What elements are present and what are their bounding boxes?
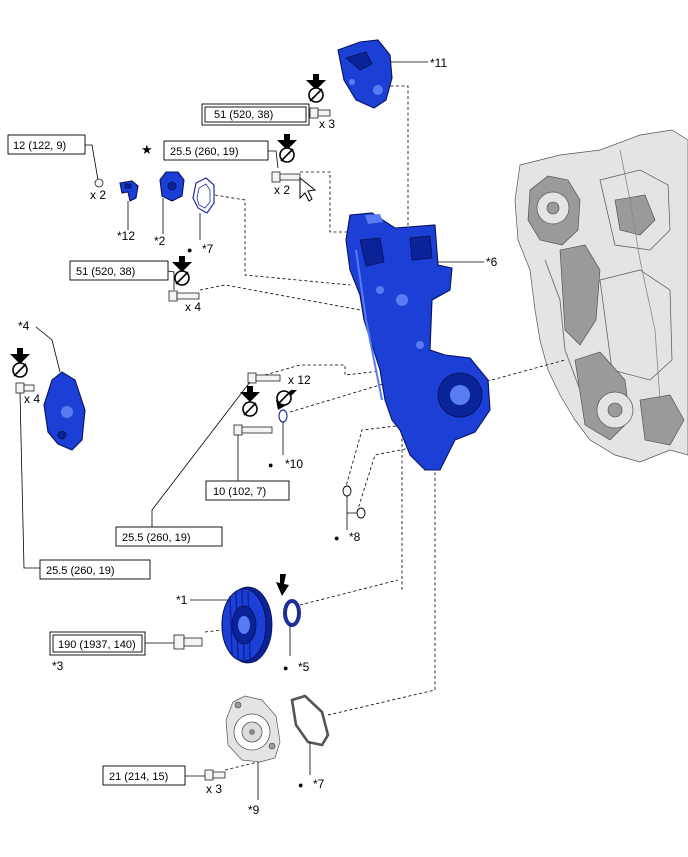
bolt-icon bbox=[247, 372, 281, 384]
torque-value: 25.5 (260, 19) bbox=[46, 565, 115, 577]
do-not-reuse-icon bbox=[172, 256, 192, 286]
do-not-reuse-icon bbox=[306, 74, 326, 103]
quantity-cover: x 4 bbox=[185, 300, 201, 314]
bolt-icon bbox=[204, 769, 226, 781]
quantity-12: x 2 bbox=[90, 188, 106, 202]
part-11-bracket bbox=[337, 39, 393, 109]
part-label-10: *10 bbox=[285, 457, 303, 471]
torque-value: 51 (520, 38) bbox=[76, 266, 135, 278]
torque-value: 190 (1937, 140) bbox=[58, 639, 136, 651]
part-9-water-pump bbox=[225, 695, 281, 763]
new-part-dot: ● bbox=[268, 460, 273, 470]
part-label-3: *3 bbox=[52, 659, 64, 673]
torque-value: 12 (122, 9) bbox=[13, 140, 66, 152]
cursor-arrow-icon bbox=[299, 176, 317, 202]
new-part-dot: ● bbox=[187, 245, 192, 255]
tighten-arrow-icon bbox=[276, 574, 289, 596]
new-part-dot: ● bbox=[334, 533, 339, 543]
torque-value: 21 (214, 15) bbox=[109, 771, 168, 783]
part-7-gasket-bottom bbox=[290, 694, 330, 747]
quantity-11: x 3 bbox=[319, 117, 335, 131]
part-7-gasket-top bbox=[192, 177, 215, 214]
tighten-arrow-icon bbox=[276, 390, 297, 410]
quantity-4: x 4 bbox=[24, 392, 40, 406]
stud-bolt-icon bbox=[94, 178, 104, 188]
torque-value: 51 (520, 38) bbox=[214, 109, 273, 121]
torque-spec-11: 51 (520, 38) bbox=[201, 103, 310, 126]
part-label-12: *12 bbox=[117, 229, 135, 243]
quantity-2: x 2 bbox=[274, 183, 290, 197]
part-2-tensioner bbox=[159, 171, 185, 202]
do-not-reuse-icon bbox=[240, 386, 260, 417]
part-12-bracket bbox=[119, 180, 139, 202]
part-6-timing-chain-cover bbox=[345, 212, 491, 471]
torque-spec-10: 10 (102, 7) bbox=[205, 480, 290, 501]
bolt-icon bbox=[173, 634, 203, 650]
torque-spec-2: 25.5 (260, 19) bbox=[163, 140, 269, 161]
do-not-reuse-icon bbox=[10, 348, 30, 378]
torque-spec-9: 21 (214, 15) bbox=[102, 765, 186, 786]
part-label-11: *11 bbox=[430, 56, 447, 70]
torque-spec-cover: 51 (520, 38) bbox=[69, 260, 169, 281]
part-label-7-top: *7 bbox=[202, 242, 214, 256]
bolt-icon bbox=[309, 107, 331, 119]
new-part-dot: ● bbox=[283, 663, 288, 673]
torque-spec-bolts-12: 25.5 (260, 19) bbox=[115, 526, 223, 547]
engine-block-illustration bbox=[514, 129, 688, 463]
part-10-seal-washer bbox=[278, 409, 288, 423]
torque-spec-4: 25.5 (260, 19) bbox=[39, 559, 151, 580]
bolt-icon bbox=[271, 171, 301, 183]
quantity-12-bolts: x 12 bbox=[288, 373, 311, 387]
torque-value: 25.5 (260, 19) bbox=[170, 146, 239, 158]
bolt-icon bbox=[168, 290, 200, 302]
part-label-8: *8 bbox=[349, 530, 361, 544]
new-part-dot: ● bbox=[298, 780, 303, 790]
part-label-4: *4 bbox=[18, 319, 30, 333]
torque-value: 25.5 (260, 19) bbox=[122, 532, 191, 544]
part-label-5: *5 bbox=[298, 660, 310, 674]
do-not-reuse-icon bbox=[277, 134, 297, 163]
part-label-2: *2 bbox=[154, 234, 166, 248]
torque-spec-12: 12 (122, 9) bbox=[7, 134, 86, 155]
torque-value: 10 (102, 7) bbox=[213, 486, 266, 498]
part-label-1: *1 bbox=[176, 593, 188, 607]
part-4-mount-bracket bbox=[43, 371, 86, 451]
part-5-oil-seal bbox=[283, 599, 301, 627]
part-1-crankshaft-pulley bbox=[221, 586, 273, 664]
bolt-icon bbox=[233, 424, 273, 436]
torque-spec-3: 190 (1937, 140) bbox=[49, 631, 146, 656]
star-symbol: ★ bbox=[141, 142, 153, 157]
part-label-9: *9 bbox=[248, 803, 260, 817]
part-label-7-bottom: *7 bbox=[313, 777, 325, 791]
part-label-6: *6 bbox=[486, 255, 498, 269]
quantity-9: x 3 bbox=[206, 782, 222, 796]
